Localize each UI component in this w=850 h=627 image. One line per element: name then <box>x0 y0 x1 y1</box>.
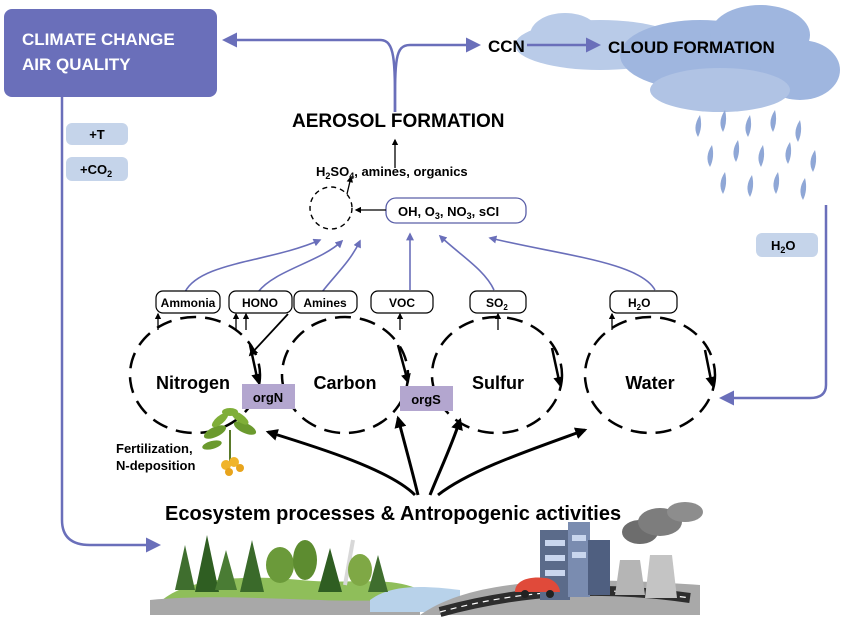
cycle-arrowheads <box>248 344 716 387</box>
activity-arrows <box>265 415 588 497</box>
temp-tag-label: +T <box>89 127 105 142</box>
hono-label: HONO <box>242 296 278 310</box>
air-quality-label: AIR QUALITY <box>22 55 131 74</box>
arrow-aerosol-to-climate <box>222 32 397 113</box>
h2o-rain-tag-label: H2O <box>771 238 796 255</box>
arrow-nucleation-up <box>346 175 353 195</box>
n-deposition-label: N-deposition <box>116 458 195 473</box>
sulfur-label: Sulfur <box>472 373 524 393</box>
emission-boxes <box>155 290 678 314</box>
co2-tag-label: +CO2 <box>80 162 112 179</box>
emission-arrows <box>184 232 656 293</box>
precursors-label: H2SO4, amines, organics <box>316 164 468 181</box>
ccn-label: CCN <box>488 37 525 56</box>
voc-label: VOC <box>389 296 415 310</box>
co2-tag <box>66 157 128 181</box>
arrow-aerosol-to-ccn <box>393 37 481 113</box>
oxidants-label: OH, O3, NO3, sCI <box>398 204 499 221</box>
orgN-box <box>242 384 295 409</box>
climate-change-box <box>4 9 217 97</box>
bottom-title: Ecosystem processes & Antropogenic activ… <box>165 503 621 525</box>
landscape-illustration <box>150 502 703 617</box>
carbon-label: Carbon <box>314 373 377 393</box>
orgS-label: orgS <box>411 392 441 407</box>
nitrogen-label: Nitrogen <box>156 373 230 393</box>
water-label: Water <box>625 373 674 393</box>
orgN-label: orgN <box>253 390 283 405</box>
amines-label: Amines <box>303 296 347 310</box>
ammonia-label: Ammonia <box>161 296 216 310</box>
aerosol-formation-label: AEROSOL FORMATION <box>292 111 505 132</box>
fertilization-label: Fertilization, <box>116 441 193 456</box>
temp-tag <box>66 123 128 145</box>
h2o-rain-tag <box>756 233 818 257</box>
rain-drops <box>695 110 817 200</box>
h2o-emission-label: H2O <box>628 296 650 312</box>
arrow-climate-to-ecosystem <box>60 97 161 553</box>
so2-label: SO2 <box>486 296 508 312</box>
climate-change-label: CLIMATE CHANGE <box>22 30 175 49</box>
plant-illustration <box>202 408 257 476</box>
cloud-formation-label: CLOUD FORMATION <box>608 38 775 57</box>
arrow-rain-to-water <box>719 205 828 406</box>
cloud-illustration <box>515 5 840 112</box>
nucleation-circle <box>309 186 353 230</box>
orgS-box <box>400 386 453 411</box>
